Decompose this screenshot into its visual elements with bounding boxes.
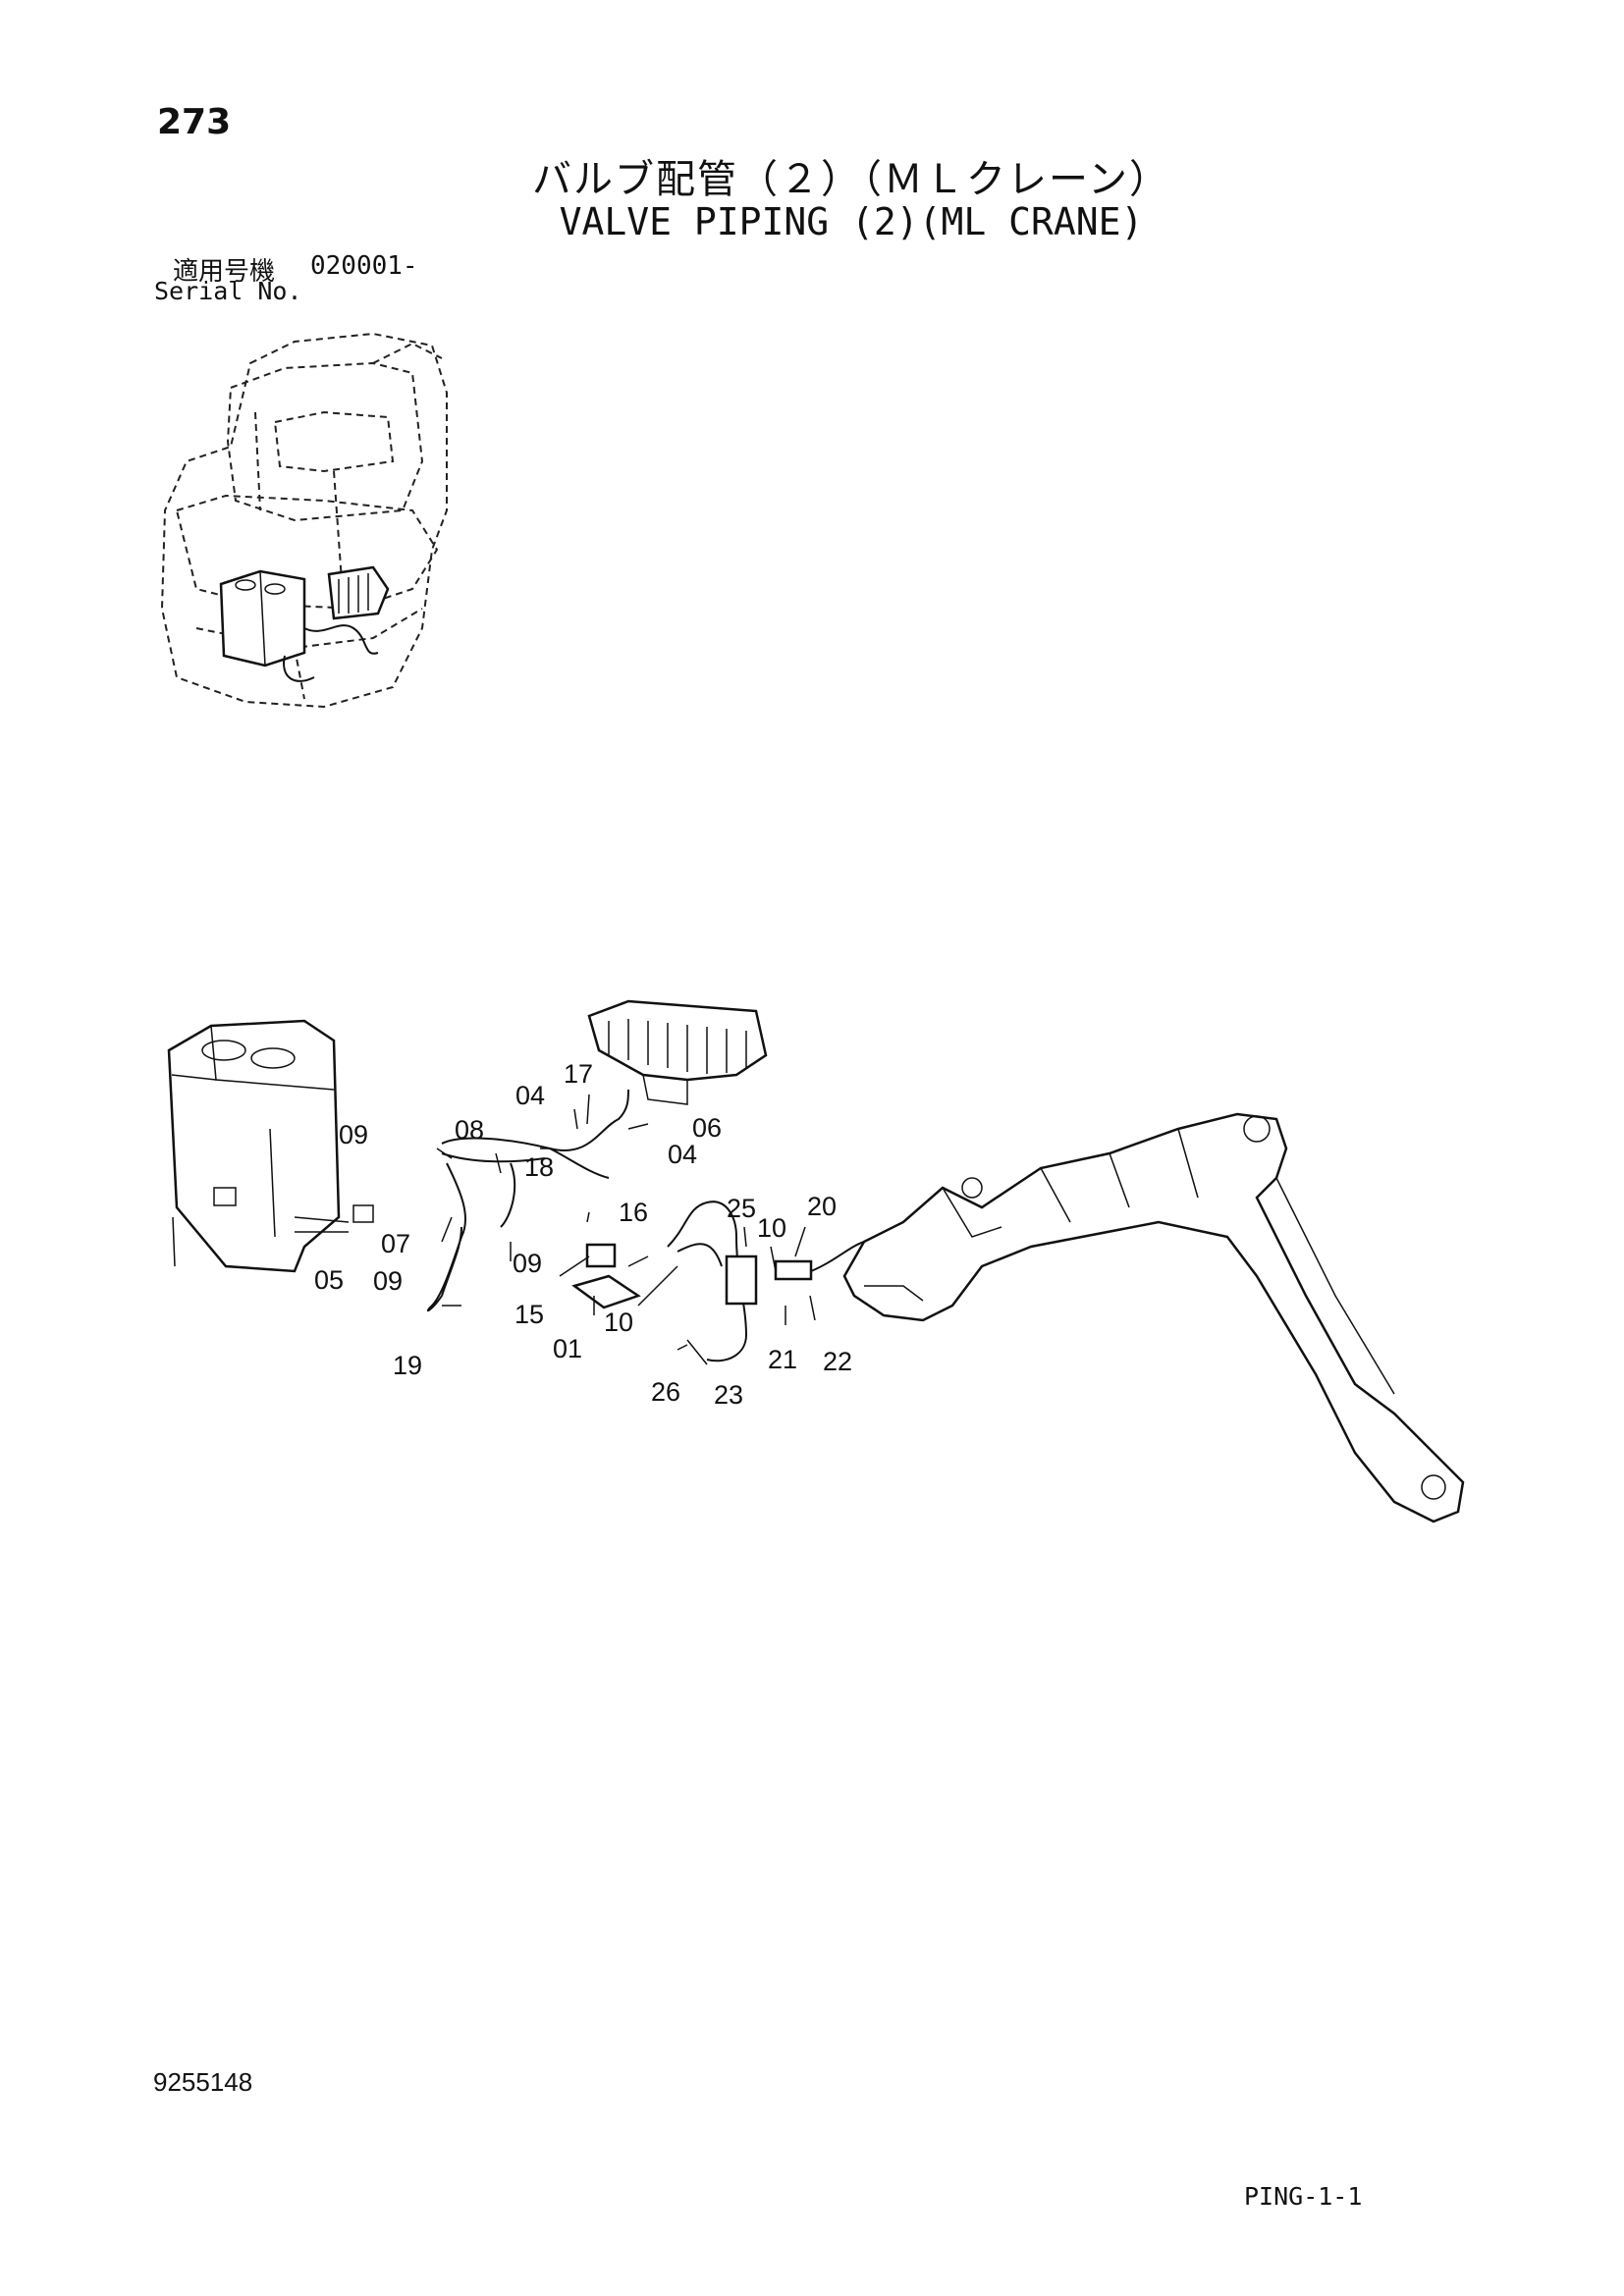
callout-22: 22 (823, 1347, 852, 1376)
leader-lines (436, 1094, 816, 1365)
document-number: 9255148 (153, 2067, 253, 2097)
overview-tank-and-valve (219, 565, 390, 682)
callout-09-right: 09 (513, 1249, 542, 1278)
serial-label-english: Serial No. (154, 277, 302, 305)
callout-15: 15 (514, 1300, 544, 1329)
serial-label-japanese: 適用号機 (173, 257, 276, 287)
callout-07: 07 (381, 1229, 410, 1258)
callout-01: 01 (553, 1334, 582, 1363)
callout-08: 08 (455, 1115, 484, 1145)
page-number: 273 (157, 102, 232, 142)
callout-10-right: 10 (757, 1213, 786, 1243)
page-title-english: VALVE PIPING (2)(ML CRANE) (559, 200, 1144, 243)
callout-17: 17 (564, 1059, 593, 1089)
callout-10-left: 10 (604, 1308, 633, 1337)
serial-number-range: 020001- (310, 251, 418, 281)
page-title-japanese: バルブ配管（２）（ＭＬクレーン） (532, 157, 1170, 202)
hose-assembly (426, 1089, 865, 1362)
callout-04-upper: 04 (515, 1081, 545, 1110)
part-callouts: 04 17 06 04 08 09 18 16 25 20 10 07 09 0… (314, 1059, 852, 1410)
callout-16: 16 (619, 1198, 648, 1227)
callout-20: 20 (807, 1192, 837, 1221)
callout-04-lower: 04 (668, 1140, 697, 1169)
callout-21: 21 (768, 1345, 797, 1374)
boom-arm-assembly (842, 1112, 1465, 1523)
control-valve (587, 999, 768, 1105)
callout-09-left: 09 (373, 1266, 403, 1296)
callout-26: 26 (651, 1377, 680, 1407)
callout-18: 18 (524, 1152, 554, 1182)
callout-06: 06 (692, 1113, 722, 1143)
hydraulic-tank (167, 1019, 374, 1273)
callout-05: 05 (314, 1265, 344, 1295)
callout-09-top: 09 (339, 1120, 368, 1149)
callout-19: 19 (393, 1351, 422, 1380)
callout-25: 25 (727, 1194, 756, 1223)
callout-23: 23 (714, 1380, 743, 1410)
page-code: PING-1-1 (1244, 2182, 1363, 2211)
